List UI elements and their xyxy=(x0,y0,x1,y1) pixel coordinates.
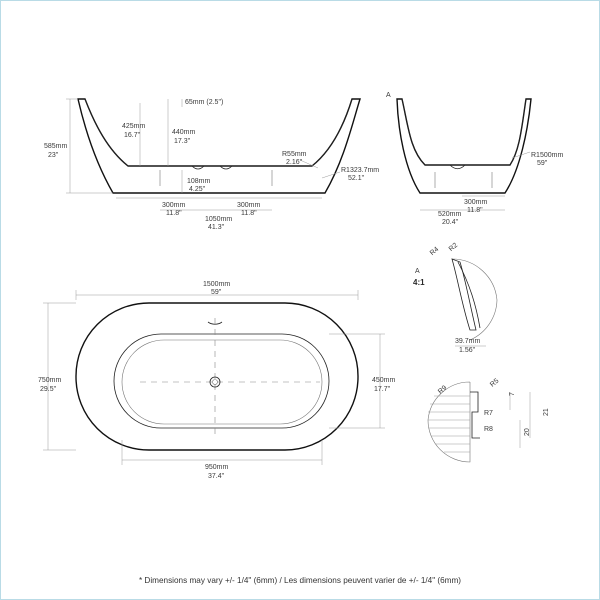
label-side-300in: 11.8" xyxy=(467,207,483,214)
label-r1323in: 52.1" xyxy=(348,175,365,182)
label-r9: R9 xyxy=(437,384,448,395)
label-425in: 16.7" xyxy=(124,132,141,139)
label-750mm: 750mm xyxy=(38,377,62,384)
label-450mm: 450mm xyxy=(372,377,396,384)
detail-a-circle xyxy=(451,258,498,341)
front-basin-line xyxy=(84,98,353,167)
label-520mm: 520mm xyxy=(438,211,462,218)
side-view: A R1500mm 59" 300mm 11.8" 520mm 20.4" xyxy=(386,92,563,226)
label-65mm: 65mm (2.5") xyxy=(185,99,223,106)
side-drain xyxy=(449,164,466,170)
label-39mm: 39.7mm xyxy=(455,338,480,345)
label-108in: 4.25" xyxy=(189,186,206,193)
detail-scale: 4:1 xyxy=(413,278,425,287)
drain-detail-profile xyxy=(470,391,480,439)
label-300mm-right: 300mm xyxy=(237,202,261,209)
front-overflow xyxy=(219,165,233,170)
side-tub-outline xyxy=(396,98,532,194)
front-drain xyxy=(191,165,205,170)
detail-a-wall xyxy=(457,261,481,329)
label-585mm: 585mm xyxy=(44,143,68,150)
label-425mm: 425mm xyxy=(122,123,146,130)
label-440mm: 440mm xyxy=(172,129,196,136)
detail-marker-a: A xyxy=(415,268,420,275)
overflow-icon xyxy=(207,321,223,325)
label-r4: R4 xyxy=(429,246,440,257)
label-r1323mm: R1323.7mm xyxy=(341,167,379,174)
label-r7: R7 xyxy=(484,410,493,417)
label-300in-left: 11.8" xyxy=(166,210,182,217)
label-r55in: 2.16" xyxy=(286,159,303,166)
label-440in: 17.3" xyxy=(174,138,191,145)
label-1500mm: 1500mm xyxy=(203,281,230,288)
front-tub-outline xyxy=(77,98,361,194)
label-side-300mm: 300mm xyxy=(464,199,488,206)
label-1500in: 59" xyxy=(211,289,222,296)
detail-a: A 4:1 R4 R2 39.7mm 1.56" xyxy=(413,242,498,354)
label-1050in: 41.3" xyxy=(208,224,225,231)
top-outer-rim xyxy=(75,302,359,451)
label-r1500in: 59" xyxy=(537,160,548,167)
footer-note: * Dimensions may vary +/- 1/4" (6mm) / L… xyxy=(139,576,461,585)
label-300in-right: 11.8" xyxy=(241,210,257,217)
label-7: 7 xyxy=(509,392,516,396)
label-520in: 20.4" xyxy=(442,219,459,226)
drain-detail-circle xyxy=(427,381,471,463)
label-1050mm: 1050mm xyxy=(205,216,232,223)
top-basin-outer xyxy=(113,333,330,429)
label-950in: 37.4" xyxy=(208,473,225,480)
label-450in: 17.7" xyxy=(374,386,391,393)
drain-detail: R9 R5 R7 R8 7 20 21 xyxy=(427,377,550,463)
label-300mm-left: 300mm xyxy=(162,202,186,209)
label-750in: 29.5" xyxy=(40,386,57,393)
label-108mm: 108mm xyxy=(187,178,211,185)
label-r55mm: R55mm xyxy=(282,151,307,158)
label-950mm: 950mm xyxy=(205,464,229,471)
label-r8: R8 xyxy=(484,426,493,433)
detail-a-rim xyxy=(451,258,477,331)
top-view: 1500mm 59" 750mm 29.5" 450mm 17.7" 950mm… xyxy=(38,281,396,480)
label-21: 21 xyxy=(543,408,550,416)
label-39in: 1.56" xyxy=(459,347,476,354)
label-r5: R5 xyxy=(489,377,500,388)
top-basin-inner xyxy=(121,339,323,425)
section-marker-a: A xyxy=(386,92,391,99)
label-585in: 23" xyxy=(48,152,59,159)
label-r2: R2 xyxy=(448,242,459,253)
label-20: 20 xyxy=(524,428,531,436)
label-r1500mm: R1500mm xyxy=(531,152,563,159)
drain-icon xyxy=(209,376,221,388)
front-view: 65mm (2.5") 425mm 16.7" 440mm 17.3" 585m… xyxy=(44,98,379,231)
side-basin-line xyxy=(401,98,527,166)
